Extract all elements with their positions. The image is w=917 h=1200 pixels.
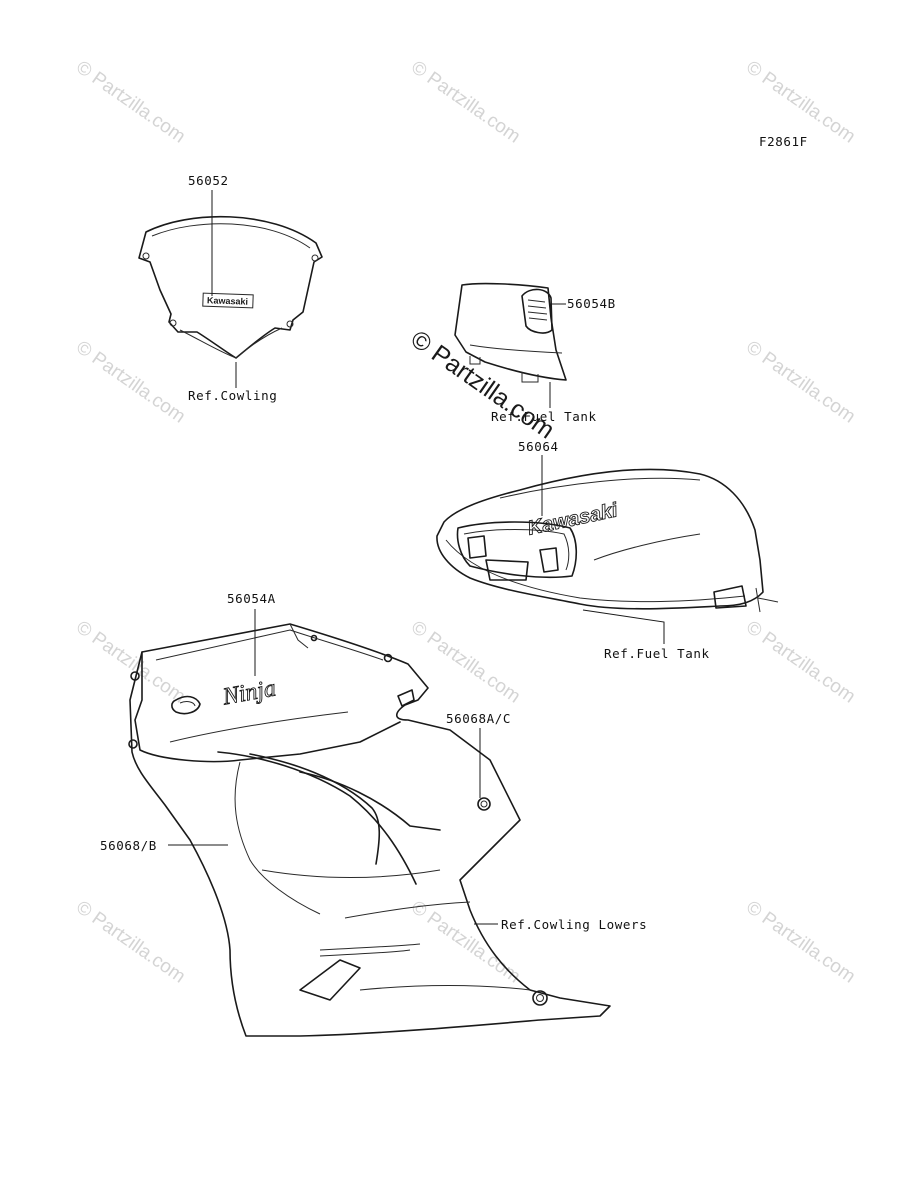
watermark-prominent: © Partzilla.com: [406, 325, 560, 445]
part-number-56068A-C: 56068A/C: [446, 711, 511, 726]
figure-code: F2861F: [759, 134, 808, 149]
part-number-56064: 56064: [518, 439, 559, 454]
watermark-layer: © Partzilla.com © Partzilla.com © Partzi…: [72, 57, 859, 988]
watermark: © Partzilla.com: [407, 617, 524, 708]
ref-cowling-label: Ref.Cowling: [188, 388, 277, 403]
part-number-56068-B: 56068/B: [100, 838, 157, 853]
leader-line: [582, 609, 665, 644]
cowling-drawing: Ninja: [128, 623, 611, 1037]
watermark: © Partzilla.com: [72, 57, 189, 148]
part-number-56054B: 56054B: [567, 296, 616, 311]
windshield-logo: Kawasaki: [207, 295, 248, 306]
tank-front-drawing: [454, 282, 567, 383]
part-number-56054A: 56054A: [227, 591, 276, 606]
fuel-tank-drawing: Kawasaki: [436, 468, 779, 613]
ref-fuel-tank-label-upper: Ref.Fuel Tank: [491, 409, 597, 424]
watermark: © Partzilla.com: [407, 57, 524, 148]
watermark: © Partzilla.com: [407, 897, 524, 988]
watermark: © Partzilla.com: [72, 617, 189, 708]
watermark: © Partzilla.com: [742, 337, 859, 428]
watermark: © Partzilla.com: [72, 897, 189, 988]
watermark: © Partzilla.com: [72, 337, 189, 428]
watermark: © Partzilla.com: [742, 617, 859, 708]
ref-fuel-tank-label-lower: Ref.Fuel Tank: [604, 646, 710, 661]
cowl-logo: Ninja: [220, 675, 278, 710]
watermark: © Partzilla.com: [742, 897, 859, 988]
windshield-drawing: Kawasaki: [138, 215, 323, 359]
part-number-56052: 56052: [188, 173, 229, 188]
ref-cowling-lowers-label: Ref.Cowling Lowers: [501, 917, 647, 932]
